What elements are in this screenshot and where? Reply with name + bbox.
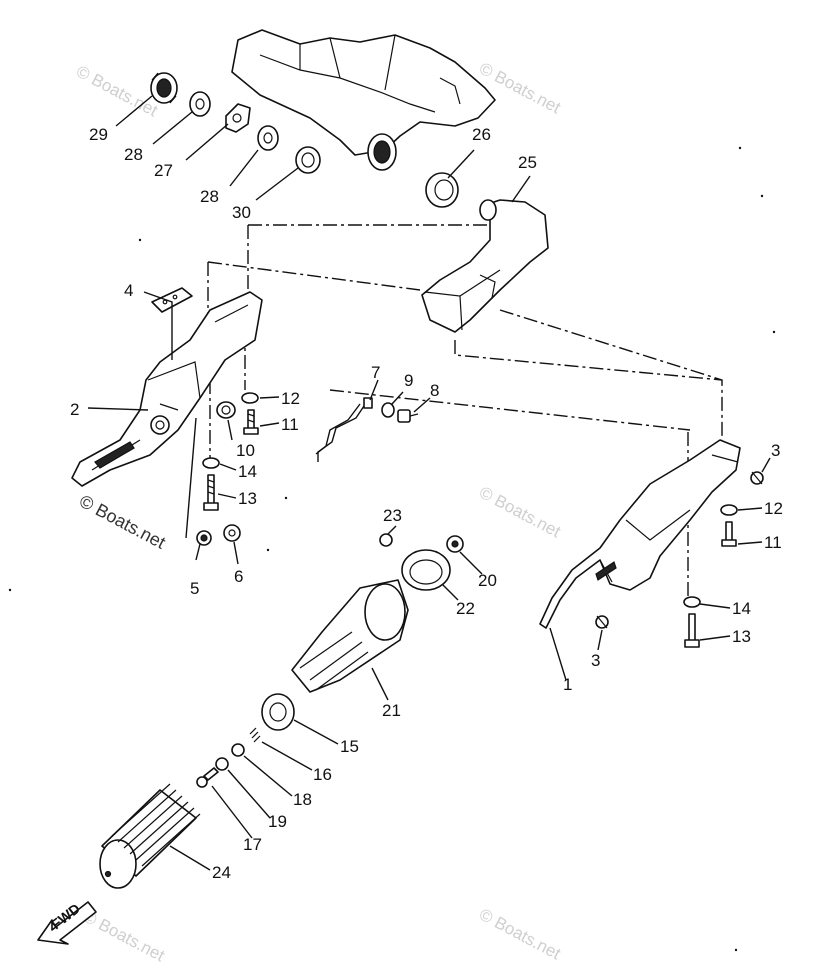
callout-14: 14 (732, 599, 751, 618)
part-17-screw (196, 767, 219, 788)
callout-12: 12 (764, 499, 783, 518)
part-5-nut (196, 530, 212, 546)
part-23-screw (379, 533, 393, 547)
callout-12: 12 (281, 389, 300, 408)
watermark-text: © Boats.net (476, 905, 564, 964)
callout-28: 28 (124, 145, 143, 164)
callout-27: 27 (154, 161, 173, 180)
callout-23: 23 (383, 506, 402, 525)
part-30-washer (295, 146, 321, 174)
callout-6: 6 (234, 567, 243, 586)
part-8-bolt (397, 409, 419, 423)
part-18-washer (231, 743, 245, 757)
part-12-washer (720, 504, 738, 516)
part-11-screw (243, 409, 259, 435)
callout-30: 30 (232, 203, 251, 222)
part-6-nut (223, 524, 241, 542)
watermark-text: © Boats.net (476, 59, 564, 118)
callout-15: 15 (340, 737, 359, 756)
part-28-washer (189, 91, 211, 117)
part-7-throttle-cable (315, 397, 373, 462)
callout-16: 16 (313, 765, 332, 784)
steering-bracket-housing (231, 29, 496, 171)
part-25-tiller-arm (421, 199, 549, 333)
part-14-washer (683, 596, 701, 608)
part-10-collar (216, 401, 236, 419)
callout-17: 17 (243, 835, 262, 854)
watermark-text: © Boats.net (73, 62, 161, 121)
part-26-bushing (425, 172, 459, 208)
part-4-plate (151, 287, 193, 313)
callout-13: 13 (238, 489, 257, 508)
part-27-lock-plate (225, 103, 251, 133)
part-28-washer (257, 125, 279, 151)
part-29-nut (150, 72, 178, 104)
callout-9: 9 (404, 371, 413, 390)
callout-1: 1 (563, 675, 572, 694)
part-3-screw (595, 615, 609, 629)
callout-28: 28 (200, 187, 219, 206)
callout-19: 19 (268, 812, 287, 831)
callout-11: 11 (281, 415, 299, 434)
part-2-tiller-bracket (71, 291, 263, 487)
part-20-nut (446, 535, 464, 553)
callout-5: 5 (190, 579, 199, 598)
callout-8: 8 (430, 381, 439, 400)
part-3-screw (750, 471, 764, 485)
part-9-washer (381, 402, 395, 418)
part-15-cap (261, 693, 295, 731)
part-16-spring (249, 727, 261, 743)
callout-14: 14 (238, 462, 257, 481)
callout-24: 24 (212, 863, 231, 882)
watermark-text: © Boats.net (476, 483, 564, 542)
callout-25: 25 (518, 153, 537, 172)
callout-21: 21 (382, 701, 401, 720)
watermark-text: © Boats.net (80, 907, 168, 966)
part-1-tiller-bracket (539, 439, 741, 629)
callout-10: 10 (236, 441, 255, 460)
scan-specks (8, 146, 776, 952)
part-11-screw (721, 521, 737, 547)
part-14-washer (202, 457, 220, 469)
callout-29: 29 (89, 125, 108, 144)
part-12-washer (241, 392, 259, 404)
callout-7: 7 (371, 363, 380, 382)
callout-18: 18 (293, 790, 312, 809)
part-13-bolt (203, 474, 219, 511)
part-24-throttle-grip (99, 783, 201, 889)
watermark-text-dark: © Boats.net (76, 491, 169, 553)
callout-2: 2 (70, 400, 79, 419)
callout-3: 3 (771, 441, 780, 460)
callout-11: 11 (764, 533, 782, 552)
callout-13: 13 (732, 627, 751, 646)
part-21-throttle-shaft (291, 579, 409, 693)
callout-22: 22 (456, 599, 475, 618)
part-22-ring (401, 549, 451, 591)
part-19-washer (215, 757, 229, 771)
callout-labels: 29 28 27 28 30 26 25 4 2 7 9 8 12 11 10 … (70, 125, 783, 882)
callout-leader-lines (87, 95, 771, 871)
callout-20: 20 (478, 571, 497, 590)
callout-4: 4 (124, 281, 133, 300)
callout-3: 3 (591, 651, 600, 670)
callout-26: 26 (472, 125, 491, 144)
part-13-bolt (684, 613, 700, 648)
